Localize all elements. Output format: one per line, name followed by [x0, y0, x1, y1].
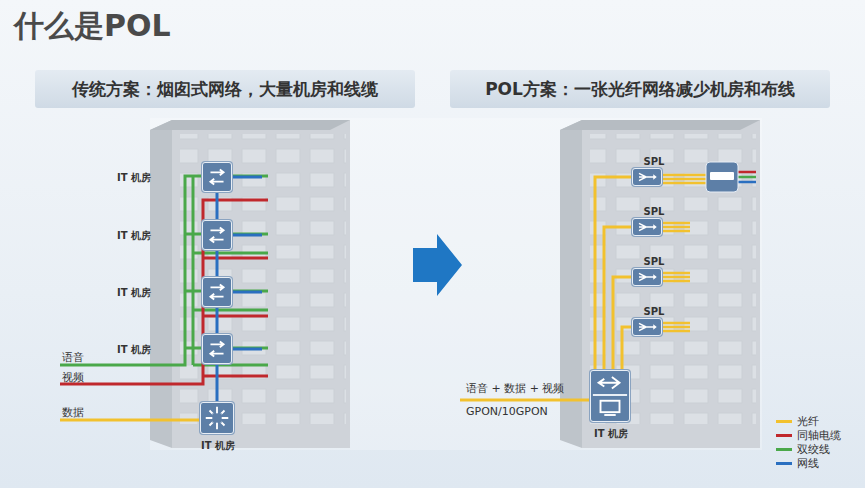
node-label: SPL — [644, 306, 665, 317]
icon-glyph — [633, 219, 661, 235]
icon-glyph — [201, 403, 233, 433]
legend-text: 双绞线 — [797, 442, 830, 457]
switch-icon: IT 机房 — [200, 402, 234, 434]
switch-icon: IT 机房 — [202, 334, 232, 364]
node-label: IT 机房 — [201, 439, 235, 453]
icon-glyph — [203, 221, 231, 249]
icon-glyph — [591, 371, 629, 421]
node-label: IT 机房 — [594, 427, 628, 441]
splitter-icon: SPL — [632, 318, 662, 336]
legend-swatch — [776, 462, 792, 465]
banner-text: 传统方案：烟囱式网络，大量机房和线缆 — [72, 78, 378, 101]
node-label: SPL — [644, 156, 665, 167]
signal-label: GPON/10GPON — [466, 405, 548, 418]
scheme-banner: 传统方案：烟囱式网络，大量机房和线缆 — [35, 70, 415, 108]
node-label: SPL — [644, 206, 665, 217]
node-label: IT 机房 — [117, 171, 151, 185]
connector — [216, 250, 219, 277]
signal-label: 数据 — [62, 405, 84, 420]
icon-glyph — [203, 163, 231, 191]
legend-swatch — [776, 420, 792, 423]
icon-glyph — [633, 169, 661, 185]
node-label: SPL — [644, 256, 665, 267]
icon-glyph — [203, 278, 231, 306]
icon-glyph — [633, 269, 661, 285]
splitter-icon: SPL — [632, 218, 662, 236]
connector — [595, 177, 632, 370]
olt-icon: IT 机房 — [590, 370, 630, 422]
onu-device — [706, 162, 738, 192]
legend-swatch — [776, 434, 792, 437]
connector — [216, 364, 219, 402]
switch-icon: IT 机房 — [202, 277, 232, 307]
connector — [622, 327, 632, 370]
transition-arrow — [413, 234, 462, 296]
connector — [216, 307, 219, 334]
node-label: IT 机房 — [117, 286, 151, 300]
banner-text: POL方案：一张光纤网络减少机房和布线 — [485, 78, 795, 101]
page-title: 什么是POL — [14, 6, 171, 47]
switch-icon: IT 机房 — [202, 220, 232, 250]
wires — [60, 176, 268, 420]
splitter-icon: SPL — [632, 268, 662, 286]
legend-text: 网线 — [797, 456, 819, 471]
node-label: IT 机房 — [117, 343, 151, 357]
signal-label: 语音 — [62, 350, 84, 365]
switch-icon: IT 机房 — [202, 162, 232, 192]
icon-glyph — [203, 335, 231, 363]
signal-label: 视频 — [62, 370, 84, 385]
connector — [613, 277, 632, 370]
connector — [216, 192, 219, 220]
node-label: IT 机房 — [117, 229, 151, 243]
splitter-icon: SPL — [632, 168, 662, 186]
legend-text: 同轴电缆 — [797, 428, 841, 443]
connector — [604, 227, 632, 370]
legend-swatch — [776, 448, 792, 451]
scheme-banner: POL方案：一张光纤网络减少机房和布线 — [450, 70, 830, 108]
wires — [460, 172, 756, 400]
veil — [150, 118, 762, 450]
onu-device — [710, 172, 734, 180]
signal-label: 语音 + 数据 + 视频 — [466, 381, 564, 396]
icon-glyph — [633, 319, 661, 335]
legend-text: 光纤 — [797, 414, 819, 429]
